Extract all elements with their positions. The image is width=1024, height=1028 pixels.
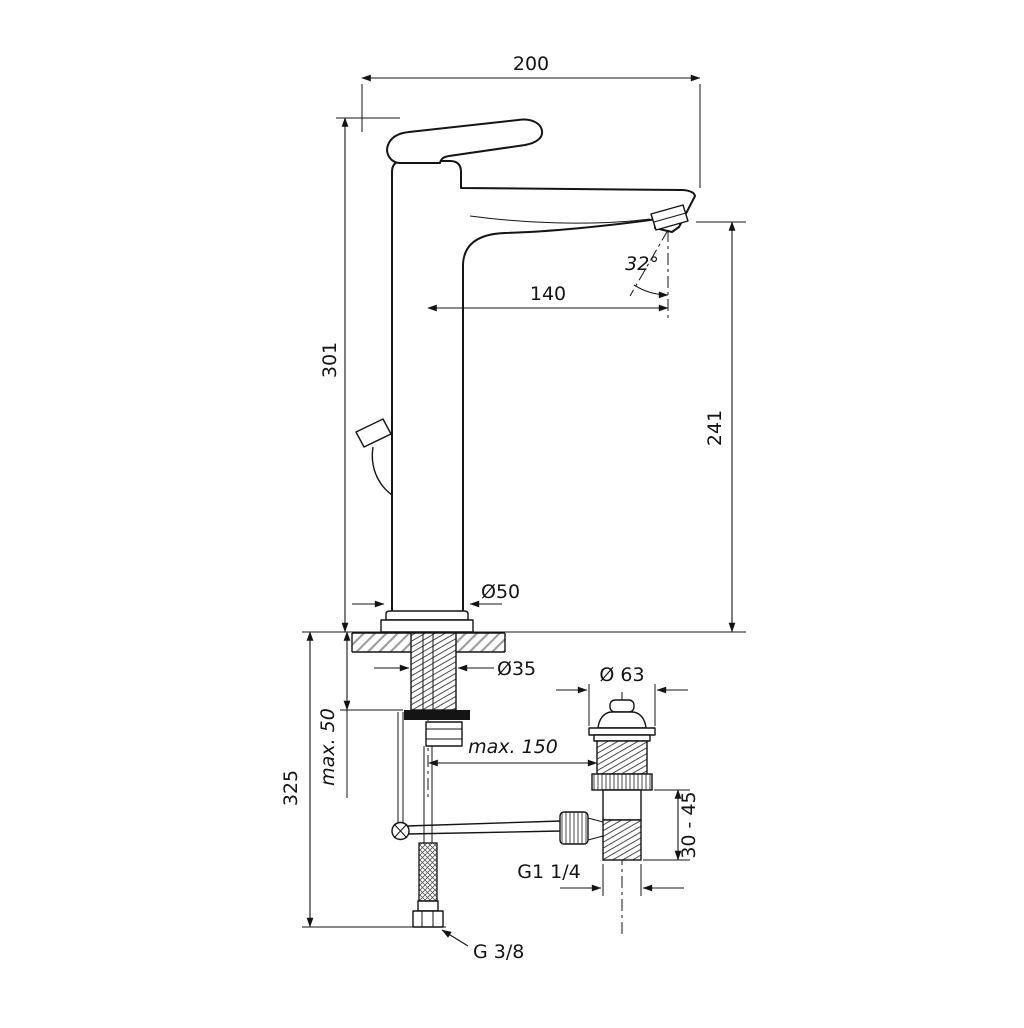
- dim-arc-spout-angle: [633, 284, 669, 299]
- label-outlet-height: 241: [704, 410, 726, 446]
- dimension-labels: 200 301 140 32° 241 Ø50 Ø35 max. 50 325 …: [280, 53, 726, 963]
- waste-ball-joint-nut: [559, 811, 589, 845]
- mounting-nut: [425, 721, 463, 747]
- label-shank-diameter: Ø35: [497, 658, 536, 680]
- label-overall-width: 200: [513, 53, 549, 75]
- waste-locknut: [591, 773, 653, 791]
- faucet-body: [391, 160, 696, 613]
- waste-ball-joint-cone: [587, 817, 604, 841]
- label-max-pop-up-reach: max. 150: [468, 736, 558, 758]
- centerline-stream-angled: [629, 229, 669, 297]
- label-supply-thread: G 3/8: [473, 941, 524, 963]
- extension-lines: [302, 84, 746, 928]
- label-spout-reach: 140: [530, 283, 566, 305]
- deck-outline-left: [351, 632, 411, 653]
- deck-hatch-right: [456, 633, 505, 652]
- label-waste-height-adjust: 30 - 45: [678, 791, 700, 858]
- spout-inner-contour: [469, 215, 651, 224]
- waste-cap-dome: [597, 711, 647, 729]
- deck-outline-right: [456, 632, 506, 653]
- pop-up-rod-pivot-cross: [393, 823, 408, 839]
- undersink-assembly: [391, 632, 562, 928]
- pop-up-pull-knob: [355, 418, 392, 448]
- label-spout-angle: 32°: [625, 253, 659, 275]
- dimension-lines: [306, 74, 736, 947]
- waste-flange: [588, 727, 656, 736]
- label-height-to-deck: 301: [319, 342, 341, 378]
- label-waste-cap-diameter: Ø 63: [599, 664, 644, 686]
- label-base-diameter: Ø50: [481, 581, 520, 603]
- leader-supply-thread: [441, 929, 469, 947]
- deck-section: [302, 631, 746, 653]
- faucet: [355, 118, 696, 633]
- label-height-below-deck: 325: [280, 770, 302, 806]
- supply-hose-nut: [412, 910, 444, 928]
- base-ring-lower: [380, 619, 474, 633]
- deck-hatch-left: [352, 633, 411, 652]
- waste-assembly: [559, 699, 656, 861]
- label-waste-thread: G1 1/4: [517, 861, 580, 883]
- waste-push-button: [609, 699, 635, 713]
- label-max-deck-thickness: max. 50: [317, 708, 339, 786]
- spout-aerator-detail-line: [653, 212, 687, 223]
- pop-up-pull-wire: [371, 446, 393, 496]
- waste-tailpiece: [602, 789, 642, 821]
- supply-hose-braided: [418, 842, 438, 902]
- mounting-washer: [404, 710, 470, 720]
- handle-lever: [386, 118, 544, 164]
- supply-hose-ferrule: [417, 900, 439, 912]
- base-ring-upper: [385, 610, 469, 621]
- waste-threaded-body: [596, 740, 648, 775]
- waste-flange-lip: [593, 734, 651, 742]
- pop-up-rod-horizontal: [406, 820, 562, 835]
- waste-tailpiece-thread: [602, 819, 642, 861]
